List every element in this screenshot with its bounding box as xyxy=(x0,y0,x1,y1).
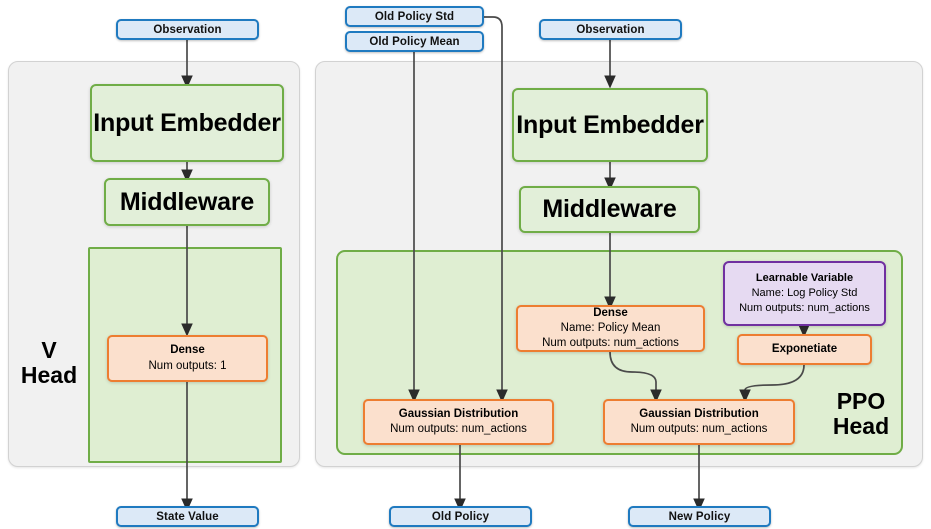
v-head-middleware[interactable]: Middleware xyxy=(104,178,270,226)
ppo-input-embedder[interactable]: Input Embedder xyxy=(512,88,708,162)
ppo-dense-name: Name: Policy Mean xyxy=(560,321,661,334)
ppo-old-policy-mean-label: Old Policy Mean xyxy=(369,35,460,48)
ppo-new-policy-output-label: New Policy xyxy=(668,510,731,523)
v-head-input-embedder-label: Input Embedder xyxy=(93,108,281,137)
ppo-gaussian-new-title: Gaussian Distribution xyxy=(639,407,759,420)
v-head-label-line2: Head xyxy=(20,361,78,388)
v-head-label-line1: V xyxy=(41,337,57,363)
ppo-middleware[interactable]: Middleware xyxy=(519,186,700,233)
ppo-dense-title: Dense xyxy=(593,306,628,319)
ppo-old-policy-output[interactable]: Old Policy xyxy=(389,506,532,527)
ppo-head-label-line1: PPO xyxy=(836,388,886,414)
v-head-label: V Head xyxy=(18,338,80,388)
ppo-dense-policy-mean[interactable]: Dense Name: Policy Mean Num outputs: num… xyxy=(516,305,705,352)
v-head-dense-title: Dense xyxy=(170,344,205,357)
ppo-learnable-variable-num-outputs: Num outputs: num_actions xyxy=(739,301,870,314)
ppo-exponetiate[interactable]: Exponetiate xyxy=(737,334,872,365)
v-head-middleware-label: Middleware xyxy=(119,187,255,216)
ppo-old-policy-std-label: Old Policy Std xyxy=(374,10,455,23)
ppo-gaussian-old-title: Gaussian Distribution xyxy=(398,407,519,420)
ppo-gaussian-distribution-new[interactable]: Gaussian Distribution Num outputs: num_a… xyxy=(603,399,795,445)
v-head-dense-num-outputs: Num outputs: 1 xyxy=(148,359,227,372)
ppo-observation-input[interactable]: Observation xyxy=(539,19,682,40)
ppo-gaussian-old-num-outputs: Num outputs: num_actions xyxy=(390,423,527,435)
ppo-exponetiate-label: Exponetiate xyxy=(771,342,838,355)
ppo-learnable-variable-title: Learnable Variable xyxy=(755,272,854,285)
ppo-new-policy-output[interactable]: New Policy xyxy=(628,506,771,527)
v-head-observation-label: Observation xyxy=(153,23,222,36)
ppo-gaussian-distribution-old[interactable]: Gaussian Distribution Num outputs: num_a… xyxy=(363,399,554,445)
ppo-dense-num-outputs: Num outputs: num_actions xyxy=(542,337,679,350)
ppo-input-embedder-label: Input Embedder xyxy=(516,110,704,139)
ppo-head-label: PPO Head xyxy=(818,389,904,439)
ppo-observation-label: Observation xyxy=(576,23,645,36)
v-head-input-embedder[interactable]: Input Embedder xyxy=(90,84,284,162)
v-head-state-value-output[interactable]: State Value xyxy=(116,506,259,527)
v-head-dense[interactable]: Dense Num outputs: 1 xyxy=(107,335,268,382)
ppo-learnable-variable[interactable]: Learnable Variable Name: Log Policy Std … xyxy=(723,261,886,326)
ppo-head-label-line2: Head xyxy=(832,412,890,439)
ppo-old-policy-std-input[interactable]: Old Policy Std xyxy=(345,6,484,27)
ppo-middleware-label: Middleware xyxy=(542,195,677,223)
ppo-old-policy-output-label: Old Policy xyxy=(431,510,490,523)
v-head-state-value-label: State Value xyxy=(156,510,219,523)
ppo-gaussian-new-num-outputs: Num outputs: num_actions xyxy=(630,423,768,435)
ppo-learnable-variable-name: Name: Log Policy Std xyxy=(751,287,858,300)
ppo-old-policy-mean-input[interactable]: Old Policy Mean xyxy=(345,31,484,52)
v-head-observation-input[interactable]: Observation xyxy=(116,19,259,40)
